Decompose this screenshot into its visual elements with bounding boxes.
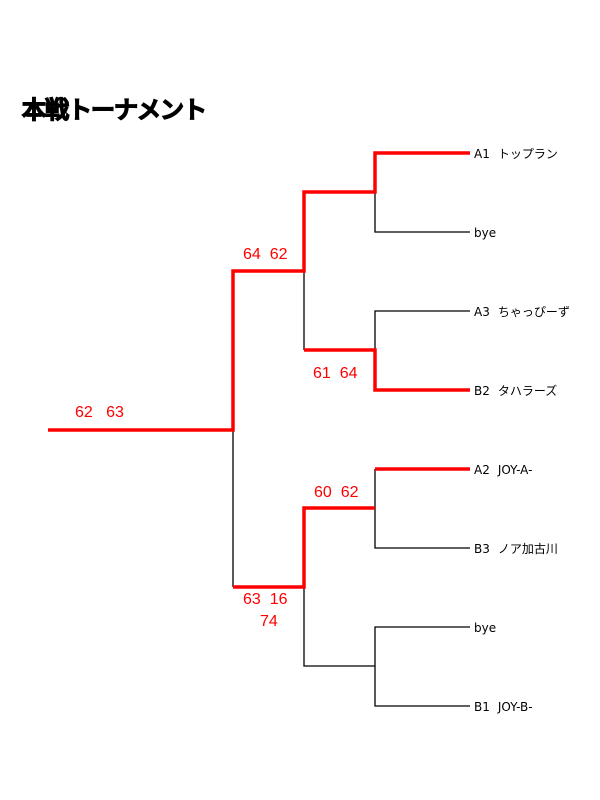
team-bye-2: bye — [474, 621, 496, 635]
winner-path-a1 — [48, 151, 470, 432]
winner-path-b2 — [304, 348, 470, 392]
score-semi-bottom: 63 16 — [243, 591, 288, 608]
line-b3 — [374, 469, 470, 549]
score-final: 62 63 — [75, 404, 124, 421]
score-semi-bottom-tiebreak: 74 — [260, 613, 278, 630]
line-a3 — [374, 310, 470, 350]
line-bye-b1 — [374, 626, 470, 707]
team-bye-1: bye — [474, 226, 496, 240]
line-bye-1 — [374, 192, 470, 233]
winner-paths — [48, 151, 470, 589]
line-r2-bottom-lower — [303, 587, 375, 667]
score-qf-3: 60 62 — [314, 484, 359, 501]
winner-path-a2 — [233, 506, 375, 589]
page-title: 本戦トーナメント — [22, 96, 206, 124]
bracket-lines — [232, 192, 470, 707]
score-semi-top: 64 62 — [243, 246, 288, 263]
score-qf-2: 61 64 — [313, 365, 358, 382]
scores: 64 62 61 64 62 63 60 62 63 16 74 — [75, 246, 359, 630]
